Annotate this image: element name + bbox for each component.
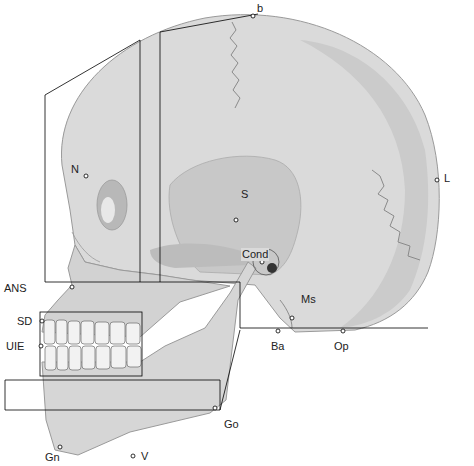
landmark-point	[40, 319, 44, 323]
ear-region	[267, 263, 277, 273]
teeth	[57, 346, 68, 370]
landmark-label: Op	[333, 340, 350, 353]
teeth	[126, 323, 140, 344]
landmark-label: S	[240, 188, 249, 201]
teeth	[82, 346, 95, 369]
landmark-point	[39, 14, 439, 458]
landmark-label: Gn	[44, 451, 61, 464]
mandible	[42, 262, 256, 455]
teeth	[110, 322, 125, 344]
teeth	[68, 321, 80, 344]
reference-frame	[240, 282, 241, 328]
face-skeleton	[101, 197, 115, 223]
face-skeleton	[97, 180, 127, 230]
landmark-label: V	[140, 450, 149, 463]
landmark-label: ANS	[3, 282, 28, 295]
landmark-point	[234, 218, 238, 222]
teeth	[45, 346, 56, 370]
landmark-point	[251, 14, 255, 18]
landmark-label: N	[70, 163, 80, 176]
reference-frame	[45, 282, 240, 283]
suture-lines	[230, 22, 240, 108]
face-skeleton	[42, 180, 230, 337]
teeth	[81, 321, 94, 344]
reference-frame	[5, 380, 220, 410]
reference-frame	[45, 40, 140, 282]
cranium	[150, 243, 250, 268]
face-skeleton	[72, 232, 100, 262]
cranium	[300, 40, 428, 328]
landmark-point	[213, 406, 217, 410]
teeth	[96, 346, 110, 369]
landmark-label: Cond	[241, 248, 269, 261]
landmark-label: L	[443, 172, 451, 185]
landmark-label: Ba	[270, 340, 285, 353]
landmark-point	[58, 445, 62, 449]
landmark-point	[435, 178, 439, 182]
suture-lines	[230, 22, 420, 260]
landmark-point	[39, 344, 43, 348]
reference-frame	[5, 14, 428, 410]
reference-frame	[220, 330, 240, 410]
teeth	[69, 346, 81, 370]
landmark-label: Go	[223, 418, 240, 431]
landmark-point	[290, 316, 294, 320]
teeth	[95, 322, 109, 344]
teeth	[44, 320, 141, 370]
mandible	[42, 262, 256, 455]
teeth	[44, 320, 55, 344]
landmark-label: Ms	[300, 293, 317, 306]
teeth	[111, 346, 126, 368]
landmark-point	[70, 285, 74, 289]
landmark-point	[84, 174, 88, 178]
landmark-label: UIE	[5, 340, 25, 353]
teeth	[56, 320, 67, 344]
reference-frame	[240, 328, 428, 329]
landmark-point	[276, 329, 280, 333]
reference-frame	[40, 312, 142, 376]
suture-lines	[372, 170, 420, 260]
reference-frame	[160, 14, 258, 282]
ear-region	[280, 300, 292, 328]
teeth	[127, 346, 141, 367]
landmark-point	[131, 454, 135, 458]
landmark-point	[341, 329, 345, 333]
landmark-label: b	[256, 2, 264, 15]
landmark-label: SD	[16, 315, 33, 328]
